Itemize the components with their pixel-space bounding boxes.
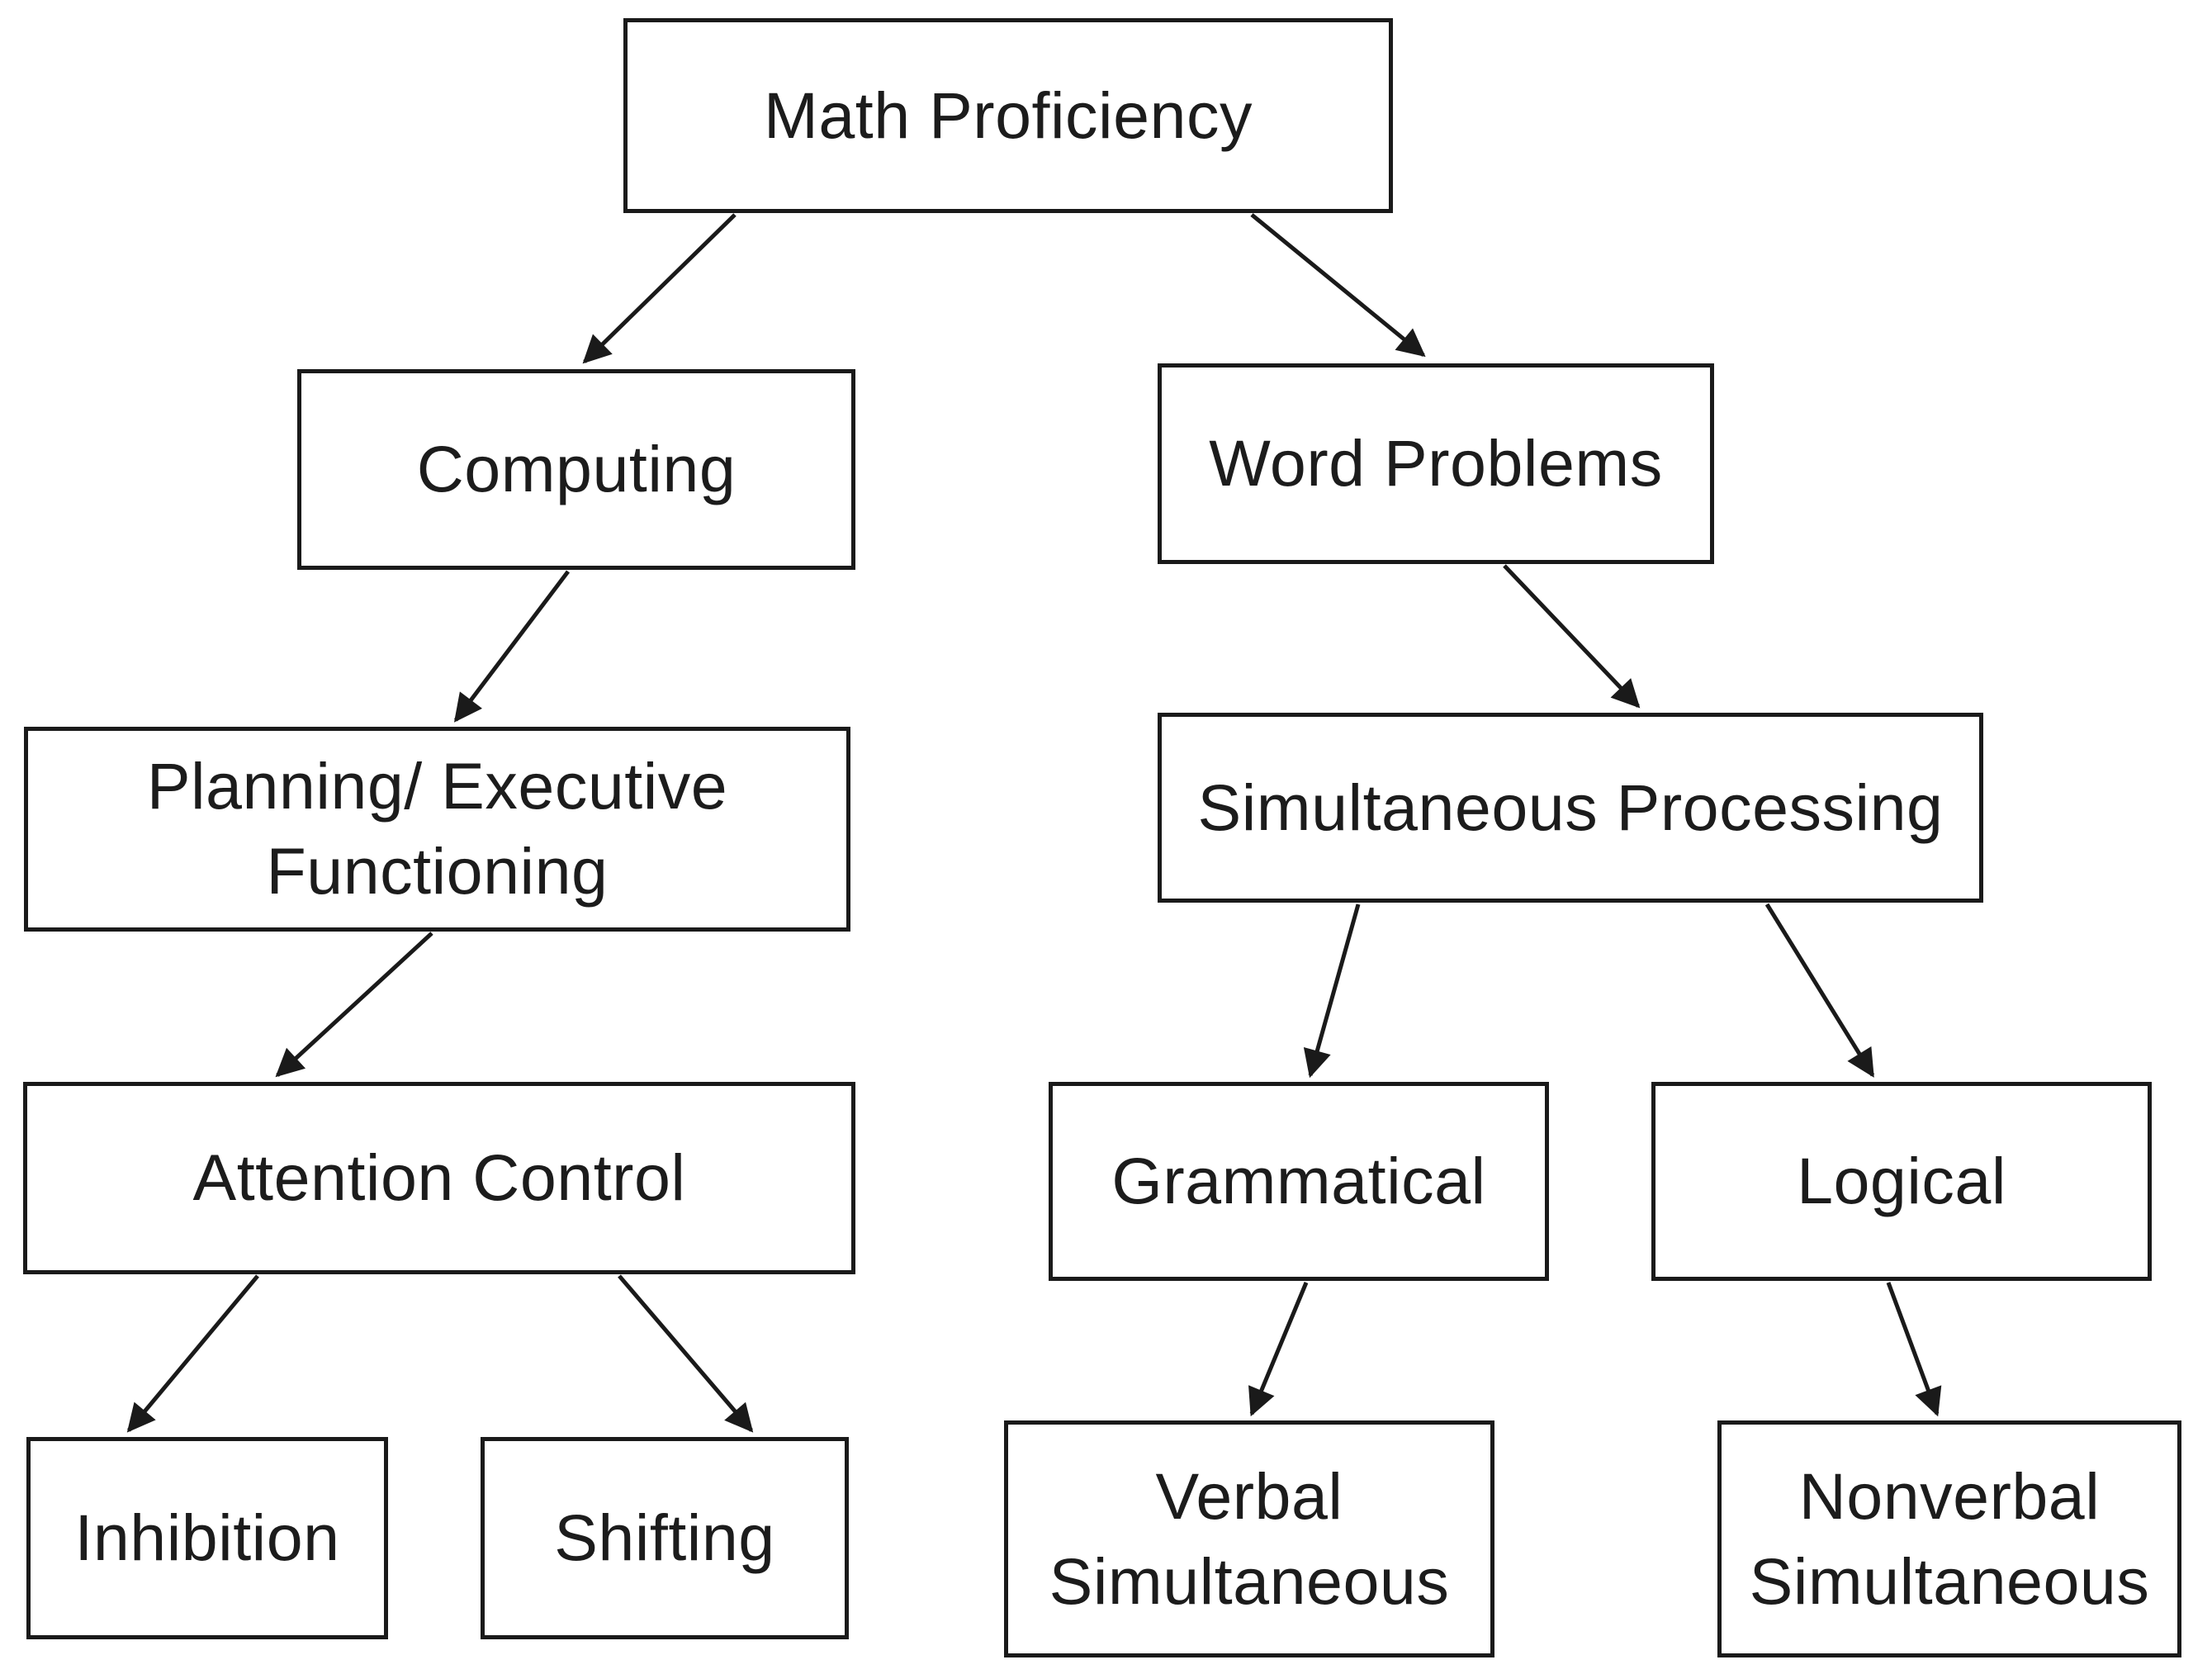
node-label: Grammatical	[1111, 1144, 1486, 1218]
node-inhibition: Inhibition	[26, 1437, 388, 1639]
node-word-problems: Word Problems	[1158, 363, 1714, 564]
node-grammatical: Grammatical	[1049, 1082, 1549, 1281]
node-simultaneous-processing: Simultaneous Processing	[1158, 713, 1983, 903]
node-attention-control: Attention Control	[23, 1082, 855, 1274]
edge-grammatical-to-verbal-simultaneous	[1248, 1282, 1309, 1417]
node-label: Word Problems	[1209, 426, 1663, 500]
node-label: Attention Control	[192, 1141, 686, 1215]
edge-planning-executive-functioning-to-attention-control	[275, 932, 433, 1078]
edge-logical-to-nonverbal-simultaneous	[1886, 1282, 1942, 1417]
node-label: Inhibition	[74, 1501, 340, 1575]
node-label: Nonverbal Simultaneous	[1749, 1458, 2150, 1618]
node-label: Shifting	[554, 1501, 775, 1575]
node-label: Simultaneous Processing	[1197, 770, 1944, 844]
edge-math-proficiency-to-computing	[582, 213, 737, 364]
node-nonverbal-simultaneous: Nonverbal Simultaneous	[1717, 1420, 2181, 1657]
node-label: Verbal Simultaneous	[1049, 1458, 1450, 1618]
edge-computing-to-planning-executive-functioning	[453, 570, 570, 723]
node-logical: Logical	[1651, 1082, 2152, 1281]
node-verbal-simultaneous: Verbal Simultaneous	[1004, 1420, 1494, 1657]
edge-attention-control-to-shifting	[618, 1274, 754, 1433]
node-planning-executive-functioning: Planning/ Executive Functioning	[24, 727, 850, 932]
node-computing: Computing	[297, 369, 855, 570]
edge-simultaneous-processing-to-grammatical	[1303, 903, 1361, 1079]
edge-simultaneous-processing-to-logical	[1764, 903, 1875, 1078]
edge-math-proficiency-to-word-problems	[1250, 213, 1426, 358]
node-math-proficiency: Math Proficiency	[623, 18, 1393, 213]
node-label: Planning/ Executive Functioning	[146, 749, 728, 908]
node-label: Logical	[1797, 1144, 2006, 1218]
node-label: Math Proficiency	[764, 78, 1253, 152]
edge-attention-control-to-inhibition	[126, 1274, 259, 1433]
node-label: Computing	[416, 432, 737, 506]
edge-word-problems-to-simultaneous-processing	[1503, 564, 1641, 709]
node-shifting: Shifting	[481, 1437, 849, 1639]
